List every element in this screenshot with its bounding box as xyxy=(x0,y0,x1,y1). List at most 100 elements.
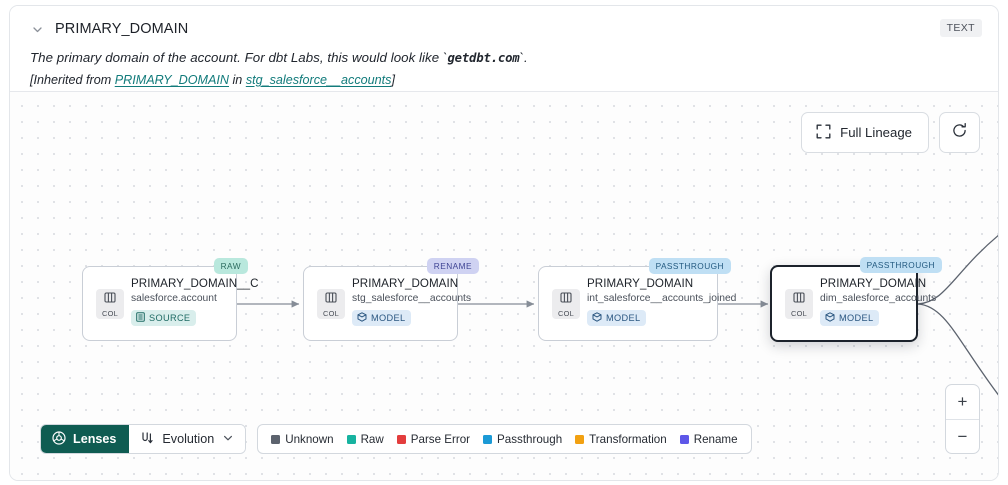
column-icon xyxy=(104,290,116,308)
zoom-in-button[interactable]: + xyxy=(957,392,968,411)
node-column-name: PRIMARY_DOMAIN xyxy=(587,277,694,290)
description-prefix: The primary domain of the account. For d… xyxy=(30,50,448,65)
lineage-edges xyxy=(237,234,998,396)
node-tag: RAW xyxy=(213,258,248,274)
expand-icon xyxy=(816,124,831,142)
legend-swatch xyxy=(575,434,585,444)
column-icon xyxy=(793,290,805,308)
node-kind-label: MODEL xyxy=(606,313,641,323)
inherited-open-text: [Inherited from xyxy=(30,73,115,87)
legend-swatch xyxy=(483,434,493,444)
lineage-node[interactable]: RENAME COL PRIMARY_DOMAIN xyxy=(303,258,479,341)
column-icon xyxy=(560,290,572,308)
legend-item: Raw xyxy=(346,432,384,446)
node-tag: RENAME xyxy=(426,258,479,274)
legend-label: Raw xyxy=(360,432,384,446)
node-body: PRIMARY_DOMAIN int_salesforce__accounts_… xyxy=(587,277,737,327)
legend-label: Transformation xyxy=(589,432,667,446)
node-kind-badge: MODEL xyxy=(820,310,880,326)
zoom-controls: + − xyxy=(945,384,980,454)
node-tag: PASSTHROUGH xyxy=(859,257,942,273)
legend-swatch xyxy=(346,434,356,444)
node-dataset-name: stg_salesforce__accounts xyxy=(352,293,472,304)
cube-icon xyxy=(357,312,367,324)
node-dataset-name: salesforce.account xyxy=(131,293,217,304)
column-icon-label: COL xyxy=(322,308,340,318)
inherited-from-note: [Inherited from PRIMARY_DOMAIN in stg_sa… xyxy=(30,73,982,87)
description-code: getdbt.com xyxy=(447,51,520,65)
column-icon-label: COL xyxy=(557,308,575,318)
full-lineage-button[interactable]: Full Lineage xyxy=(801,112,929,153)
legend-label: Unknown xyxy=(285,432,334,446)
panel-card: PRIMARY_DOMAIN TEXT The primary domain o… xyxy=(9,5,999,481)
legend-item: Rename xyxy=(679,432,738,446)
lineage-legend: Unknown Raw Parse Error Passthrough xyxy=(257,424,752,454)
node-kind-label: SOURCE xyxy=(149,313,191,323)
node-column-name: PRIMARY_DOMAIN__C xyxy=(131,277,259,290)
node-kind-badge: MODEL xyxy=(352,310,412,326)
canvas-bottom-controls: Lenses Evolution xyxy=(40,424,752,454)
header-title-row: PRIMARY_DOMAIN xyxy=(30,19,982,39)
lenses-evolution-group: Lenses Evolution xyxy=(40,424,247,454)
column-icon-label: COL xyxy=(101,308,119,318)
column-icon-label: COL xyxy=(790,308,808,318)
inherited-close-text: ] xyxy=(391,73,395,87)
lineage-node-selected[interactable]: PASSTHROUGH COL PRIMARY_DOMAIN xyxy=(770,257,942,342)
legend-item: Transformation xyxy=(575,433,667,446)
refresh-button[interactable] xyxy=(939,112,980,153)
inherited-model-link[interactable]: stg_salesforce__accounts xyxy=(245,73,392,87)
node-dataset-name: dim_salesforce_accounts xyxy=(820,293,937,304)
node-kind-label: MODEL xyxy=(371,313,406,323)
column-icon-badge: COL xyxy=(317,288,345,319)
node-dataset-name: int_salesforce__accounts_joined xyxy=(587,293,737,304)
legend-label: Passthrough xyxy=(497,432,563,446)
node-kind-badge: SOURCE xyxy=(131,310,197,326)
column-description: The primary domain of the account. For d… xyxy=(30,50,982,65)
node-column-name: PRIMARY_DOMAIN xyxy=(820,277,927,290)
inherited-column-link[interactable]: PRIMARY_DOMAIN xyxy=(114,73,229,87)
evolution-dropdown[interactable]: Evolution xyxy=(129,425,246,453)
column-icon-badge: COL xyxy=(552,288,580,319)
lens-icon xyxy=(52,430,66,448)
lineage-graph: RAW COL PRIMARY_DOMAIN__C xyxy=(10,92,998,480)
lenses-button[interactable]: Lenses xyxy=(41,425,130,453)
node-body: PRIMARY_DOMAIN__C salesforce.account xyxy=(131,277,259,327)
node-tag: PASSTHROUGH xyxy=(648,258,731,274)
canvas-toolbar: Full Lineage xyxy=(801,112,980,153)
lineage-node[interactable]: PASSTHROUGH COL PRIMARY_DOMAIN xyxy=(538,258,737,341)
full-lineage-label: Full Lineage xyxy=(840,125,912,140)
chevron-down-icon[interactable] xyxy=(30,22,44,36)
lineage-node[interactable]: RAW COL PRIMARY_DOMAIN__C xyxy=(82,258,259,341)
legend-swatch xyxy=(396,434,406,444)
refresh-icon xyxy=(951,122,968,144)
evolution-label: Evolution xyxy=(162,432,215,446)
lenses-label: Lenses xyxy=(73,432,117,446)
description-suffix: `. xyxy=(519,50,528,65)
legend-swatch xyxy=(679,434,689,444)
database-icon xyxy=(136,312,145,324)
legend-item: Parse Error xyxy=(396,432,471,446)
node-column-name: PRIMARY_DOMAIN xyxy=(352,277,459,290)
node-kind-badge: MODEL xyxy=(587,310,647,326)
evolution-icon xyxy=(140,431,154,448)
chevron-down-icon xyxy=(222,432,234,447)
column-type-badge: TEXT xyxy=(939,19,982,37)
node-body: PRIMARY_DOMAIN stg_salesforce__accounts … xyxy=(352,277,472,327)
legend-item: Unknown xyxy=(271,432,334,446)
cube-icon xyxy=(592,312,602,324)
legend-swatch xyxy=(271,434,281,444)
column-icon-badge: COL xyxy=(96,288,124,319)
legend-label: Rename xyxy=(693,432,738,446)
column-icon-badge: COL xyxy=(785,288,813,319)
column-icon xyxy=(325,290,337,308)
legend-label: Parse Error xyxy=(410,432,471,446)
node-kind-label: MODEL xyxy=(839,313,874,323)
lineage-canvas[interactable]: Full Lineage xyxy=(10,91,998,480)
inherited-mid-text: in xyxy=(229,73,246,87)
page-title: PRIMARY_DOMAIN xyxy=(55,21,189,37)
zoom-out-button[interactable]: − xyxy=(946,419,979,453)
legend-item: Passthrough xyxy=(483,433,562,446)
panel-header: PRIMARY_DOMAIN TEXT The primary domain o… xyxy=(10,6,998,90)
node-body: PRIMARY_DOMAIN dim_salesforce_accounts M… xyxy=(820,277,937,327)
